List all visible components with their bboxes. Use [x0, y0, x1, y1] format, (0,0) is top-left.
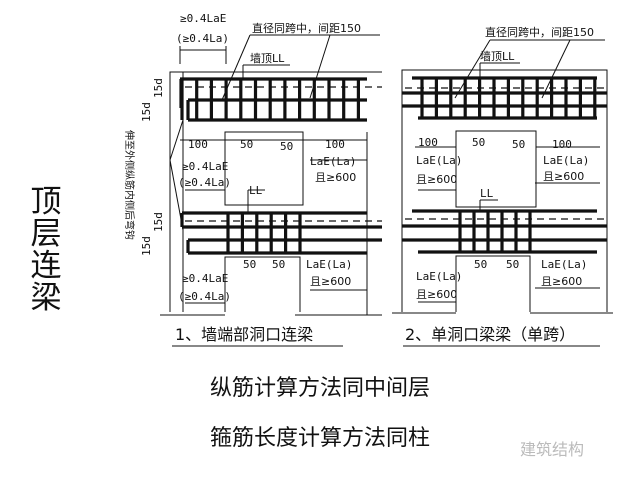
dimension-label: 50: [512, 138, 525, 151]
hook-note: 伸至外侧纵筋内侧后弯钩: [123, 130, 136, 240]
right-diagram: 直径同跨中，间距150 墙顶LL 100 50 50 100 LaE(La) 且…: [392, 25, 613, 347]
anchor-length-label: 且≥600: [310, 275, 351, 288]
dimension-label: 50: [474, 258, 487, 271]
right-bottom-beam-rebar: [402, 209, 607, 254]
dimension-label: 100: [325, 138, 345, 151]
side-title-char: 梁: [30, 280, 62, 316]
dimension-label: 15d: [152, 78, 165, 98]
side-title-char: 连: [30, 248, 62, 284]
anchor-length-label: ≥0.4LaE: [180, 12, 226, 25]
anchor-length-label: ≥0.4LaE: [182, 160, 228, 173]
anchor-length-label: (≥0.4La): [178, 290, 231, 303]
side-title: 顶 层 连 梁: [28, 186, 64, 314]
anchor-length-label: LaE(La): [543, 154, 589, 167]
caption-longitudinal: 纵筋计算方法同中间层: [209, 376, 430, 401]
anchor-length-label: 且≥600: [543, 170, 584, 183]
top-beam-label: 墙顶LL: [480, 49, 515, 63]
anchor-length-label: LaE(La): [306, 258, 352, 271]
anchor-length-label: LaE(La): [541, 258, 587, 271]
anchor-length-label: ≥0.4LaE: [182, 272, 228, 285]
anchor-length-label: LaE(La): [310, 155, 356, 168]
anchor-length-label: 且≥600: [416, 288, 457, 301]
right-top-beam-rebar: [402, 76, 607, 120]
dimension-label: 50: [506, 258, 519, 271]
anchor-length-label: (≥0.4La): [176, 32, 229, 45]
stirrup-note: 直径同跨中，间距150: [485, 25, 594, 39]
dimension-label: 100: [418, 136, 438, 149]
diagram-title: 1、墙端部洞口连梁: [175, 325, 313, 344]
anchor-length-label: 且≥600: [541, 275, 582, 288]
left-top-beam-rebar: [179, 77, 382, 122]
dimension-label: 100: [552, 138, 572, 151]
dimension-label: 100: [188, 138, 208, 151]
dimension-label: 15d: [152, 212, 165, 232]
dimension-label: 15d: [140, 236, 153, 256]
right-wall-outline: [392, 69, 613, 314]
dimension-label: 50: [240, 138, 253, 151]
dimension-label: 50: [472, 136, 485, 149]
left-diagram: ≥0.4LaE (≥0.4La) 直径同跨中，间距150 墙顶LL 15d 15…: [123, 12, 382, 347]
anchor-length-label: (≥0.4La): [178, 176, 231, 189]
left-bottom-beam-rebar: [180, 211, 382, 255]
top-beam-label: 墙顶LL: [250, 51, 285, 65]
dimension-label: 50: [272, 258, 285, 271]
diagram-title: 2、单洞口梁梁（单跨）: [405, 325, 575, 344]
side-title-char: 层: [30, 216, 62, 252]
stirrup-note: 直径同跨中，间距150: [252, 21, 361, 35]
anchor-length-label: LaE(La): [416, 270, 462, 283]
dimension-label: 50: [280, 140, 293, 153]
beam-label: LL: [480, 187, 494, 200]
beam-label: LL: [249, 184, 263, 197]
dimension-label: 50: [243, 258, 256, 271]
watermark: 建筑结构: [520, 440, 585, 459]
anchor-length-label: LaE(La): [416, 154, 462, 167]
dimension-label: 15d: [140, 102, 153, 122]
side-title-char: 顶: [30, 184, 62, 220]
anchor-length-label: 且≥600: [315, 171, 356, 184]
caption-stirrup: 箍筋长度计算方法同柱: [209, 426, 430, 451]
anchor-length-label: 且≥600: [416, 173, 457, 186]
